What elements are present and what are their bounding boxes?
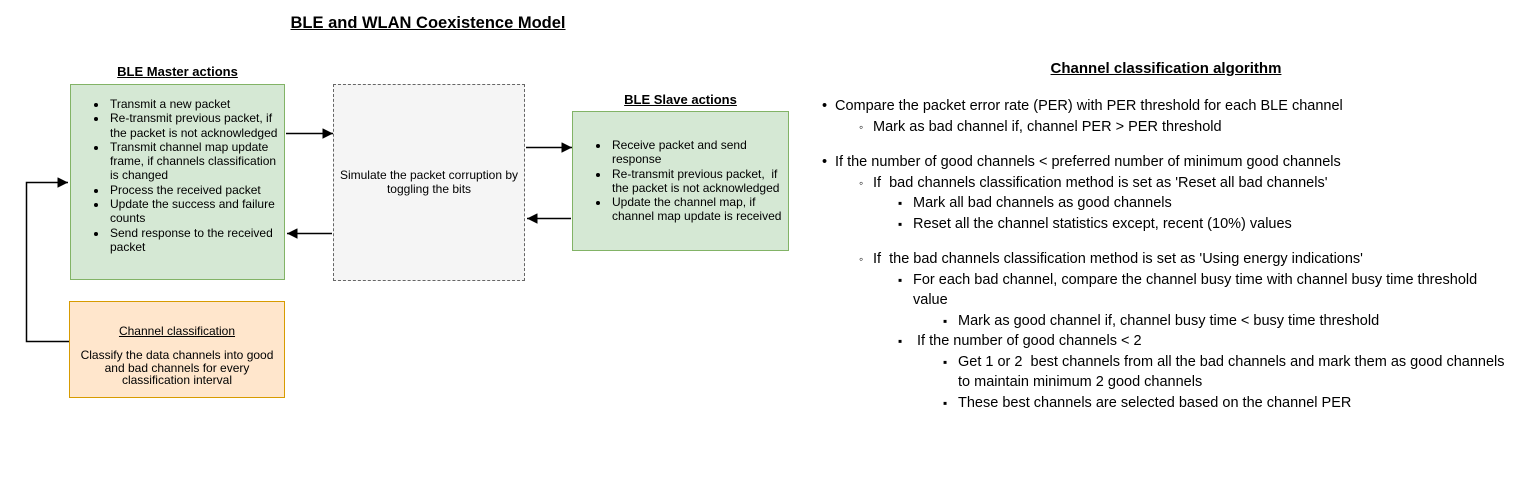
algorithm-item: If the number of good channels < preferr… — [822, 152, 1510, 173]
list-item: Re-transmit previous packet, if the pack… — [610, 167, 786, 196]
algorithm-item: For each bad channel, compare the channe… — [822, 270, 1510, 311]
list-item: Process the received packet — [108, 183, 282, 197]
algorithm-item-text: If the number of good channels < 2 — [913, 333, 1142, 349]
algorithm-item-text: If the bad channels classification metho… — [873, 251, 1363, 267]
algorithm-item-text: Get 1 or 2 best channels from all the ba… — [958, 353, 1509, 391]
packet-corruption-box: Simulate the packet corruption by toggli… — [333, 84, 525, 281]
algorithm-item-text: These best channels are selected based o… — [958, 394, 1352, 411]
slave-box-heading: BLE Slave actions — [624, 92, 737, 107]
list-item: Transmit a new packet — [108, 97, 282, 111]
slave-actions-list: Receive packet and send response Re-tran… — [573, 112, 788, 224]
algorithm-item: If bad channels classification method is… — [822, 173, 1510, 194]
algorithm-item-text: Mark as bad channel if, channel PER > PE… — [873, 118, 1222, 135]
slave-actions-box: Receive packet and send response Re-tran… — [572, 111, 789, 251]
algorithm-item: If the number of good channels < 2 — [822, 331, 1510, 352]
figure-title: BLE and WLAN Coexistence Model — [290, 14, 566, 32]
algorithm-item-text: Mark as good channel if, channel busy ti… — [958, 312, 1380, 329]
master-actions-list: Transmit a new packet Re-transmit previo… — [71, 85, 284, 254]
list-item: Update the channel map, if channel map u… — [610, 195, 786, 224]
algorithm-item: Reset all the channel statistics except,… — [822, 214, 1510, 235]
list-item: Receive packet and send response — [610, 138, 786, 167]
channel-classification-body: Classify the data channels into good and… — [80, 348, 274, 387]
algorithm-item-text: Compare the packet error rate (PER) with… — [835, 98, 1343, 114]
algorithm-item: Get 1 or 2 best channels from all the ba… — [822, 352, 1510, 393]
packet-corruption-label: Simulate the packet corruption by toggli… — [339, 168, 519, 196]
algorithm-item: Mark all bad channels as good channels — [822, 193, 1510, 214]
list-item: Re-transmit previous packet, if the pack… — [108, 111, 282, 140]
algorithm-item: Mark as bad channel if, channel PER > PE… — [822, 117, 1510, 138]
channel-classification-heading: Channel classification — [118, 324, 236, 338]
algorithm-list: Compare the packet error rate (PER) with… — [822, 96, 1510, 413]
master-box-heading: BLE Master actions — [117, 64, 238, 79]
list-item: Send response to the received packet — [108, 226, 282, 255]
algorithm-heading: Channel classification algorithm — [1050, 60, 1282, 77]
algorithm-item-text: If bad channels classification method is… — [873, 174, 1328, 191]
algorithm-item: These best channels are selected based o… — [822, 393, 1510, 414]
algorithm-item-text: For each bad channel, compare the channe… — [913, 271, 1482, 309]
algorithm-item: Mark as good channel if, channel busy ti… — [822, 311, 1510, 332]
arrow-classification-to-master — [25, 177, 69, 343]
channel-classification-box: Channel classification Classify the data… — [69, 301, 285, 398]
algorithm-item-text: Mark all bad channels as good channels — [913, 195, 1172, 211]
algorithm-item: If the bad channels classification metho… — [822, 249, 1510, 270]
list-item: Update the success and failure counts — [108, 197, 282, 226]
list-item: Transmit channel map update frame, if ch… — [108, 140, 282, 183]
algorithm-item-text: Reset all the channel statistics except,… — [913, 215, 1292, 232]
algorithm-item-text: If the number of good channels < preferr… — [835, 154, 1341, 170]
algorithm-item: Compare the packet error rate (PER) with… — [822, 96, 1510, 117]
master-actions-box: Transmit a new packet Re-transmit previo… — [70, 84, 285, 280]
